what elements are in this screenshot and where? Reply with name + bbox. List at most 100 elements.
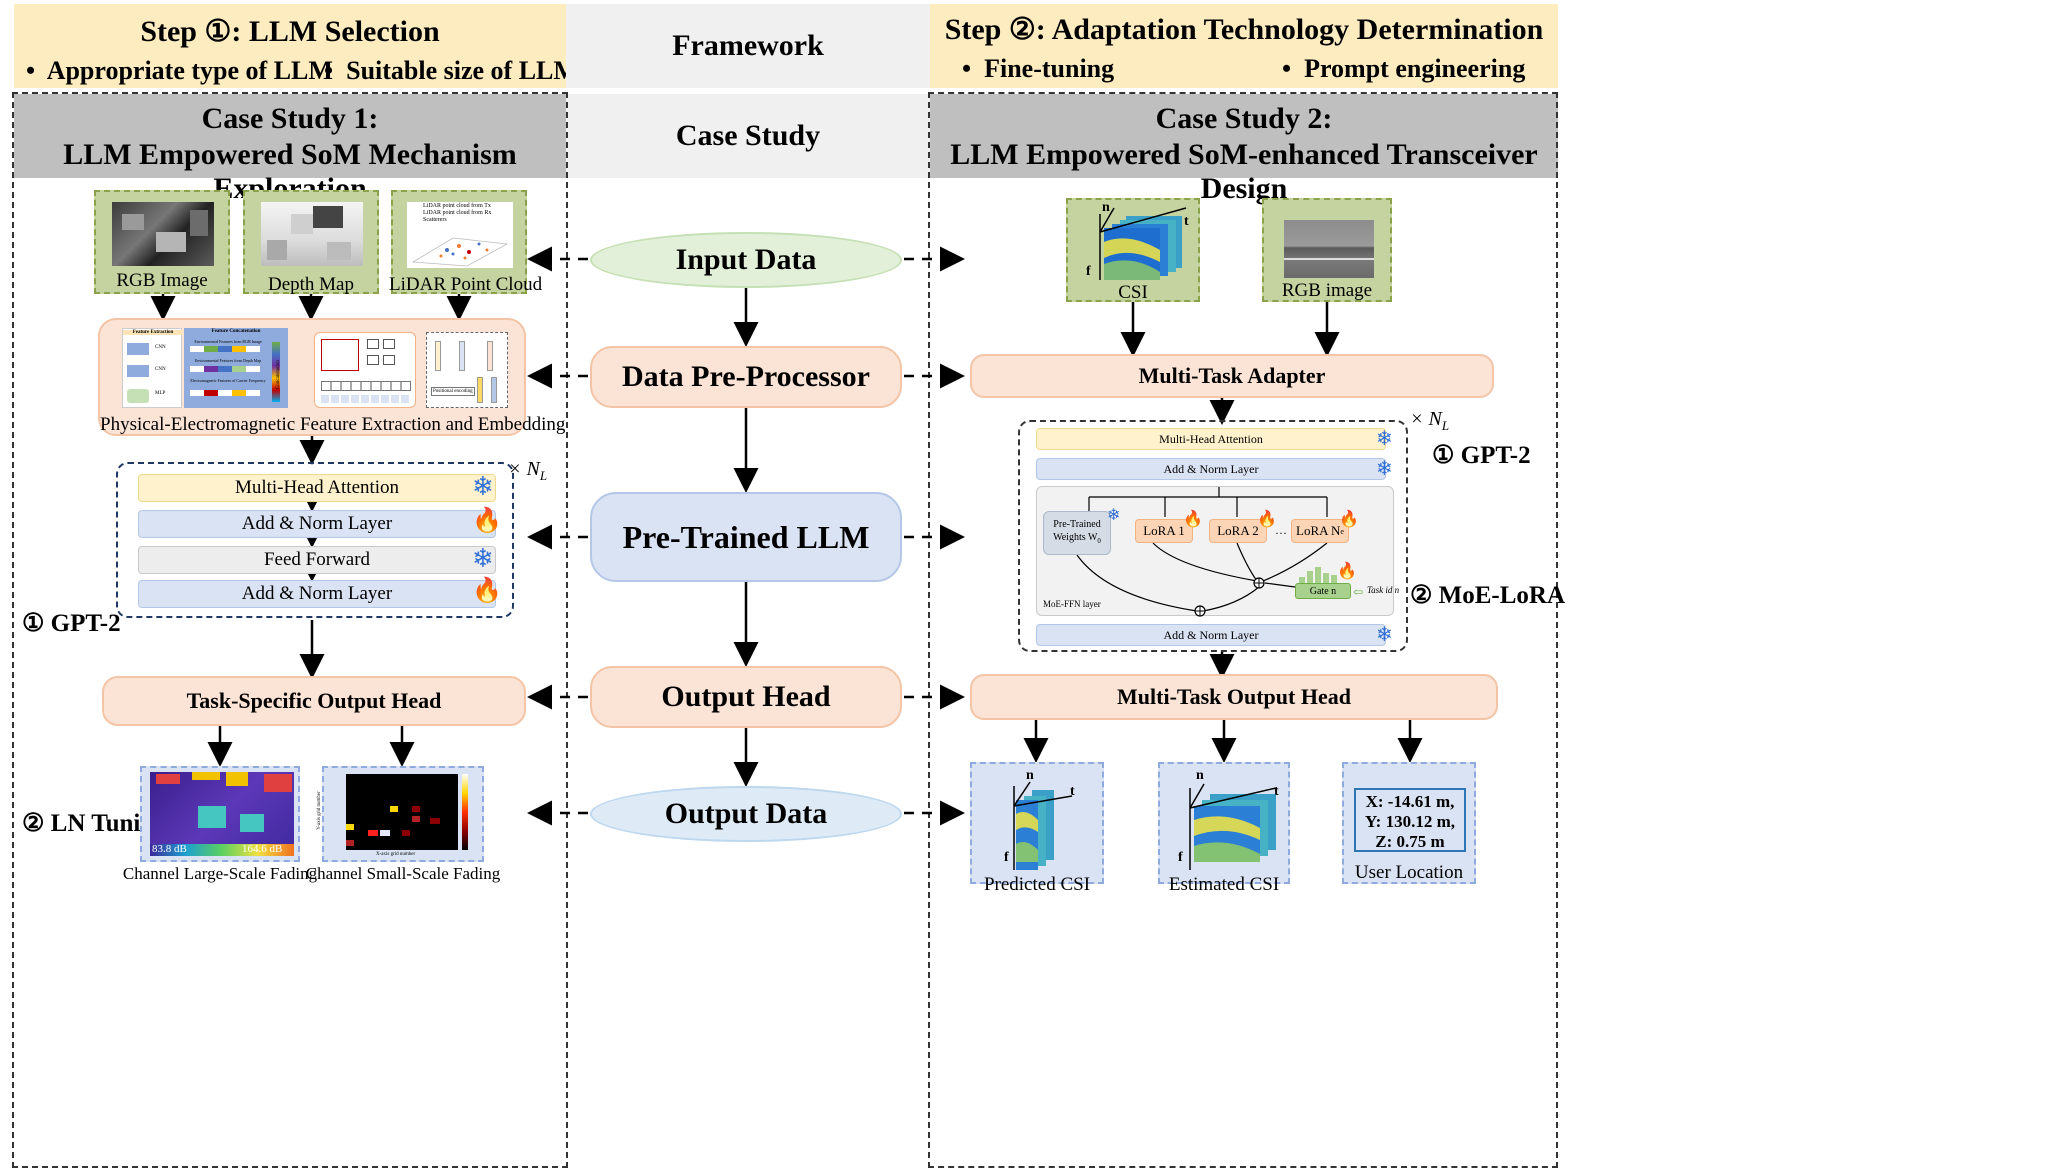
csi-axis-t: t [1184,214,1189,229]
nl-times: × N [508,458,540,480]
rgb-image-caption: RGB Image [116,270,208,291]
fire-icon: 🔥 [1257,511,1277,528]
rgb2-caption: RGB image [1281,280,1373,301]
fire-icon: 🔥 [1339,511,1359,528]
c1-layer-addnorm-2: Add & Norm Layer [138,580,496,608]
step2-bullet-1-text: Fine-tuning [984,54,1115,83]
c2-layer-addnorm-top-label: Add & Norm Layer [1163,461,1259,476]
case1-small-scale-output: Y-axis grid number X-axis grid number [317,766,484,862]
step2-bullet-2-text: Prompt engineering [1304,54,1526,83]
case2-title-box: Case Study 2: LLM Empowered SoM-enhanced… [930,94,1558,205]
case1-gpt2-label: ① GPT-2 [22,610,121,637]
case2-csi-input: n t f CSI [1066,198,1200,303]
node-input-data: Input Data [590,232,902,288]
case2-user-location: X: -14.61 m, Y: 130.12 m, Z: 0.75 m User… [1342,762,1476,884]
fading-min-label: 83.8 dB [152,843,187,855]
csi-input-cube [1099,207,1187,280]
concatenation-vertical-label: Concatenation [275,360,281,389]
env-rgb-label: Environmental Features from RGB Image [194,339,262,344]
large-scale-caption: Channel Large-Scale Fading [122,864,318,883]
c1-layer-attention: Multi-Head Attention [138,474,496,502]
small-scale-xlabel: X-axis grid number [376,852,416,857]
lora-1-label: LoRA 1 [1143,523,1185,538]
csi-input-caption: CSI [1118,282,1148,303]
fading-max-label: 164.6 dB [242,843,283,855]
step1-bullet-1: • Appropriate type of LLM [26,56,333,86]
c2-layer-addnorm-top: Add & Norm Layer [1036,458,1386,480]
location-x: X: -14.61 m, [1365,792,1455,811]
node-data-preprocessor-label: Data Pre-Processor [622,360,870,393]
lora-n-label: LoRA N [1296,523,1341,538]
estimated-csi-caption: Estimated CSI [1168,874,1280,895]
case2-rgb-input: RGB image [1262,198,1392,302]
bullet-icon: • [962,54,972,83]
em-label: Electromagnetic Features of Carrier Freq… [190,378,266,383]
rgb-image-thumbnail [112,202,214,266]
c2-layer-attention-label: Multi-Head Attention [1159,431,1263,446]
case2-panel [928,92,1558,1168]
pred-axis-t: t [1070,784,1075,799]
fire-icon: 🔥 [1183,511,1203,528]
small-scale-colorbar [462,774,468,850]
est-axis-t: t [1274,784,1279,799]
feature-concatenation-panel: Feature Concatenation Environmental Feat… [184,328,288,408]
task-id-label: Task id n [1367,585,1400,595]
case1-lidar-input: LiDAR point cloud from Tx LiDAR point cl… [389,190,543,295]
small-scale-ylabel: Y-axis grid number [316,791,322,830]
bullet-icon: • [324,56,334,85]
lidar-legend-1: LiDAR point cloud from Tx [423,203,491,209]
step1-bullet-2: • Suitable size of LLM [324,56,578,86]
case1-depth-input: Depth Map [243,190,379,295]
feature-extraction-label: Feature Extraction [123,330,183,335]
feature-concatenation-label: Feature Concatenation [211,329,261,334]
lora-2-label: LoRA 2 [1217,523,1259,538]
node-output-data-label: Output Data [664,797,828,830]
case2-estimated-csi: n t f [1158,762,1290,884]
user-location-caption: User Location [1354,862,1464,883]
c1-layer-feedforward-label: Feed Forward [263,549,371,570]
location-y: Y: 130.12 m, [1364,812,1456,831]
node-data-preprocessor: Data Pre-Processor [590,346,902,408]
case2-adapter: Multi-Task Adapter [970,354,1494,398]
c1-layer-feedforward: Feed Forward [138,546,496,574]
c1-layer-attention-label: Multi-Head Attention [234,477,400,498]
framework-header: Framework [566,4,930,88]
node-pretrained-llm-label: Pre-Trained LLM [622,518,870,555]
node-pretrained-llm: Pre-Trained LLM [590,492,902,582]
case-study-header: Case Study [566,94,930,178]
case1-gpt2-block: Multi-Head Attention Add & Norm Layer Fe… [116,462,514,618]
case1-title-line1: Case Study 1: [201,102,379,135]
snowflake-icon: ❄ [472,544,494,573]
gate-box: Gate n [1295,583,1351,599]
depth-map-thumbnail [261,202,363,266]
node-output-data: Output Data [590,786,902,842]
gate-bars-icon [1299,567,1339,583]
case1-rgb-input: RGB Image [94,190,230,294]
snowflake-icon: ❄ [1376,458,1393,480]
lidar-thumbnail: LiDAR point cloud from Tx LiDAR point cl… [407,202,513,268]
moe-ffn-label: MoE-FFN layer [1043,599,1101,609]
step2-title: Step ②: Adaptation Technology Determinat… [944,13,1544,46]
case2-nl-label: × NL [1410,408,1449,434]
step2-bullet-1: • Fine-tuning [962,54,1114,84]
lora-ellipsis: … [1275,523,1287,537]
cnn-label-1: CNN [155,345,166,350]
lidar-legend-3: Scatterers [423,217,447,223]
case2-output-head: Multi-Task Output Head [970,674,1498,720]
csi-axis-n: n [1102,200,1110,215]
step2-bullet-2: • Prompt engineering [1282,54,1525,84]
rgb-street-thumbnail [1284,220,1374,278]
lidar-caption: LiDAR Point Cloud [389,274,543,295]
cnn-label-2: CNN [155,367,166,372]
snowflake-icon: ❄ [1376,624,1393,646]
fire-icon: 🔥 [472,578,502,604]
mlp-label: MLP [155,391,166,396]
c2-layer-attention: Multi-Head Attention [1036,428,1386,450]
pretrained-line2-text: Weights W [1053,532,1098,543]
pretrained-line2: Weights W0 [1044,531,1110,548]
feature-block-caption: Physical-Electromagnetic Feature Extract… [100,414,566,435]
nl2-times: × N [1410,408,1442,430]
feature-extraction-panel: Feature Extraction CNN CNN MLP [122,328,183,408]
case1-title-line2: LLM Empowered SoM Mechanism Exploration [63,138,517,205]
